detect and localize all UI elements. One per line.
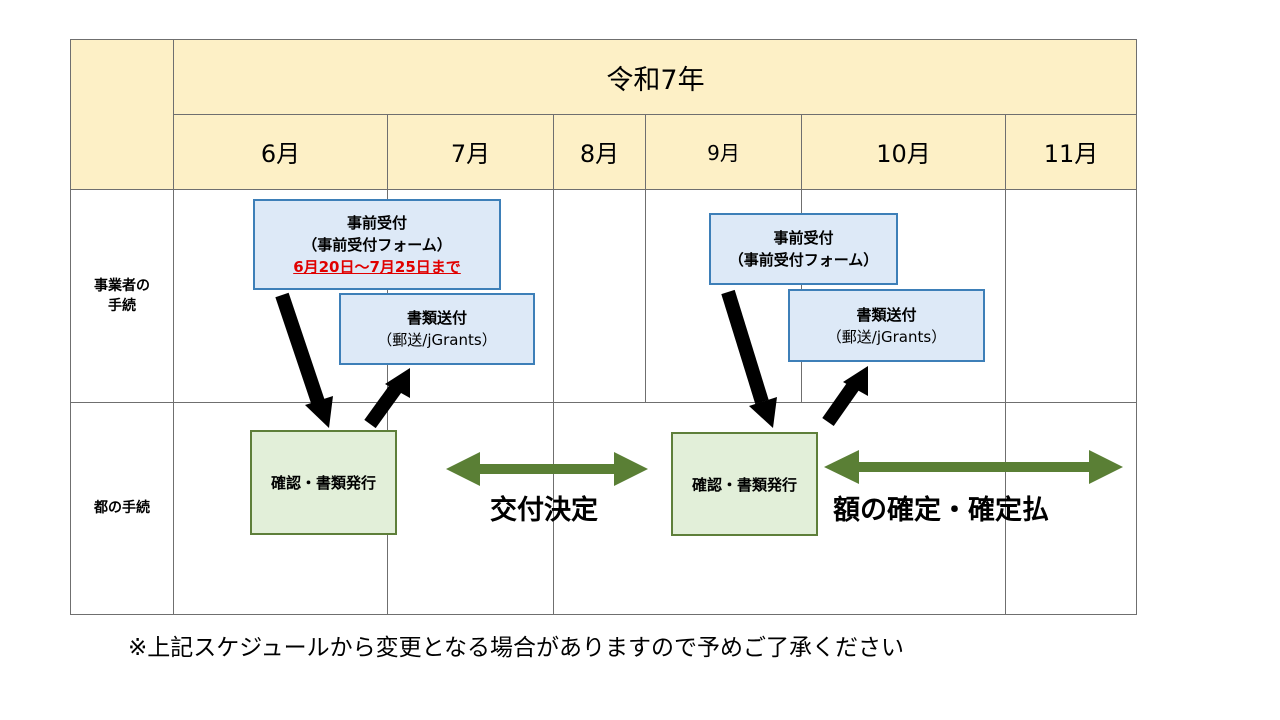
month-october: 10月 — [876, 140, 931, 168]
grid-line — [70, 614, 1137, 615]
confirm-box-2: 確認・書類発行 — [671, 432, 818, 536]
grid-line — [1136, 39, 1137, 615]
amount-confirm-arrow — [824, 450, 1123, 484]
month-september: 9月 — [707, 141, 740, 165]
month-june: 6月 — [260, 140, 301, 168]
month-november: 11月 — [1043, 140, 1099, 168]
confirm-box-1: 確認・書類発行 — [250, 430, 397, 535]
grid-line — [70, 189, 1137, 190]
documents-box-1: 書類送付 （郵送/jGrants） — [339, 293, 535, 365]
documents-subtitle: （郵送/jGrants） — [377, 331, 497, 349]
grid-line — [173, 39, 174, 615]
documents-box-2: 書類送付 （郵送/jGrants） — [788, 289, 985, 362]
pre-reception-title: 事前受付 — [773, 229, 834, 247]
grid-line — [553, 114, 554, 615]
pre-reception-box-2: 事前受付 （事前受付フォーム） — [709, 213, 898, 285]
down-arrow-2 — [721, 289, 777, 428]
documents-title: 書類送付 — [406, 309, 467, 327]
pre-reception-subtitle: （事前受付フォーム） — [302, 235, 452, 254]
grid-line — [174, 114, 1137, 115]
amount-confirm-label: 額の確定・確定払 — [833, 495, 1049, 526]
month-july: 7月 — [450, 140, 491, 168]
grid-line — [70, 402, 1137, 403]
pre-reception-deadline: 6月20日～7月25日まで — [293, 257, 461, 276]
row-label-business: 事業者の 手続 — [94, 278, 150, 314]
pre-reception-title: 事前受付 — [346, 213, 407, 232]
grid-line — [70, 39, 1137, 40]
schedule-note: ※上記スケジュールから変更となる場合がありますので予めご了承ください — [128, 635, 904, 661]
grid-line — [70, 39, 71, 615]
pre-reception-box-1: 事前受付 （事前受付フォーム） 6月20日～7月25日まで — [253, 199, 501, 290]
grant-decision-label: 交付決定 — [490, 495, 598, 526]
grid-line — [1005, 114, 1006, 615]
documents-title: 書類送付 — [856, 305, 917, 324]
header-corner-cell — [71, 40, 174, 189]
up-arrow-1 — [364, 368, 410, 429]
year-header: 令和7年 — [606, 64, 705, 96]
row-label-metro: 都の手続 — [94, 500, 150, 516]
up-arrow-2 — [822, 366, 868, 427]
grant-decision-arrow — [446, 452, 648, 486]
down-arrow-1 — [275, 292, 333, 428]
documents-subtitle: （郵送/jGrants） — [826, 327, 947, 346]
month-august: 8月 — [579, 140, 620, 168]
pre-reception-subtitle: （事前受付フォーム） — [728, 251, 879, 269]
grid-line — [645, 114, 646, 402]
